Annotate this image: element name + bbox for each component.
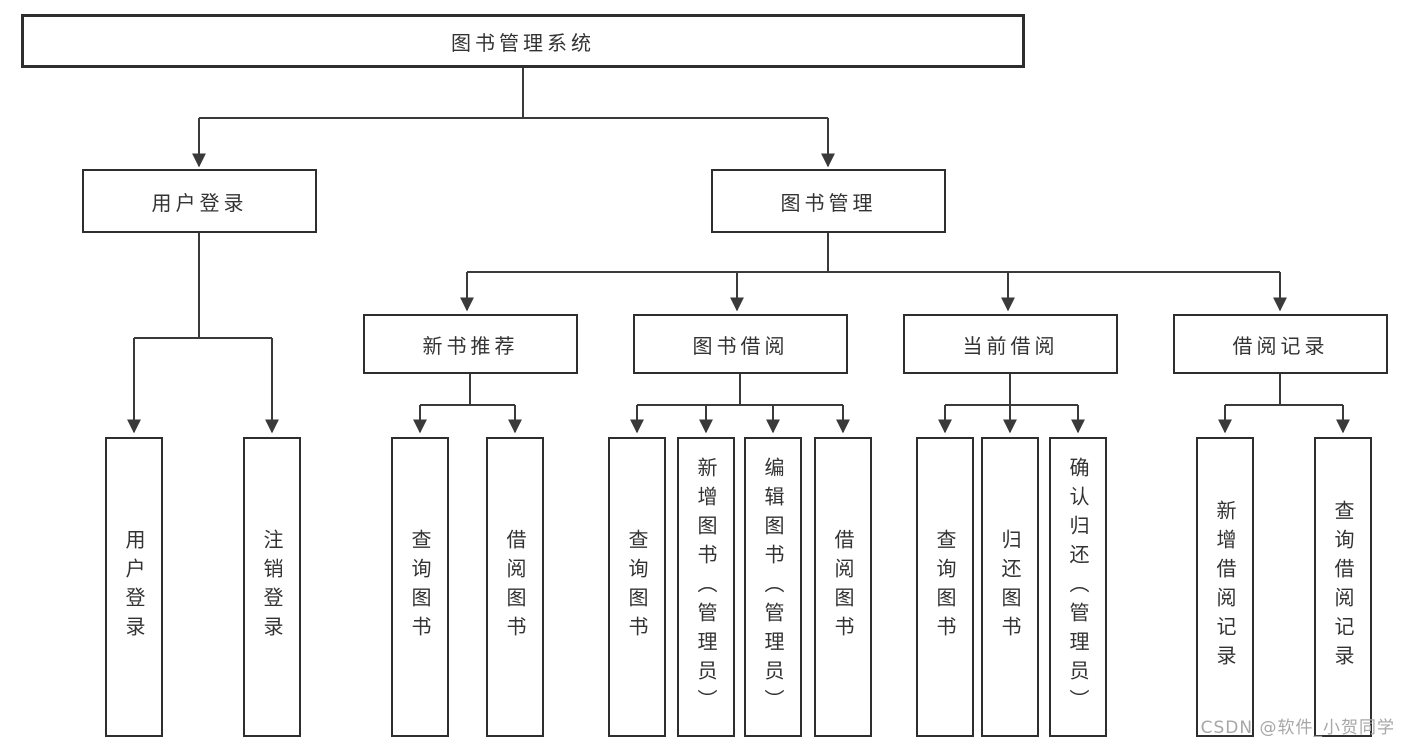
leaf-logout-label: 注销登录 [260, 529, 284, 645]
leaf-borrow-query-books-label: 查询图书 [625, 529, 649, 645]
leaf-current-return-books: 归还图书 [981, 437, 1039, 737]
leaf-user-login-label: 用户登录 [122, 529, 146, 645]
leaf-current-query-books-label: 查询图书 [933, 529, 957, 645]
leaf-borrow-borrow-books-label: 借阅图书 [831, 529, 855, 645]
leaf-current-confirm-return-admin-label: 确认归还（管理员） [1066, 456, 1090, 718]
leaf-recommend-query-books-label: 查询图书 [408, 529, 432, 645]
leaf-records-query-record: 查询借阅记录 [1314, 437, 1372, 737]
node-current-borrow: 当前借阅 [903, 314, 1118, 374]
node-book-management: 图书管理 [711, 169, 946, 233]
leaf-recommend-borrow-books-label: 借阅图书 [503, 529, 527, 645]
leaf-records-add-record-label: 新增借阅记录 [1213, 500, 1237, 674]
leaf-borrow-query-books: 查询图书 [608, 437, 666, 737]
leaf-recommend-query-books: 查询图书 [391, 437, 449, 737]
leaf-borrow-add-book-admin: 新增图书（管理员） [677, 437, 735, 737]
leaf-records-query-record-label: 查询借阅记录 [1331, 500, 1355, 674]
leaf-records-add-record: 新增借阅记录 [1196, 437, 1254, 737]
node-borrow-records: 借阅记录 [1173, 314, 1388, 374]
leaf-user-login: 用户登录 [105, 437, 163, 737]
csdn-watermark: CSDN @软件_小贺同学 [1200, 718, 1395, 738]
leaf-recommend-borrow-books: 借阅图书 [486, 437, 544, 737]
leaf-borrow-edit-book-admin: 编辑图书（管理员） [744, 437, 802, 737]
node-user-login: 用户登录 [82, 169, 317, 233]
leaf-current-confirm-return-admin: 确认归还（管理员） [1049, 437, 1107, 737]
leaf-logout: 注销登录 [243, 437, 301, 737]
node-library-system: 图书管理系统 [21, 14, 1025, 68]
node-book-borrow: 图书借阅 [633, 314, 848, 374]
leaf-current-return-books-label: 归还图书 [998, 529, 1022, 645]
leaf-current-query-books: 查询图书 [916, 437, 974, 737]
leaf-borrow-edit-book-admin-label: 编辑图书（管理员） [761, 456, 785, 718]
node-new-book-recommend: 新书推荐 [363, 314, 578, 374]
leaf-borrow-add-book-admin-label: 新增图书（管理员） [694, 456, 718, 718]
leaf-borrow-borrow-books: 借阅图书 [814, 437, 872, 737]
